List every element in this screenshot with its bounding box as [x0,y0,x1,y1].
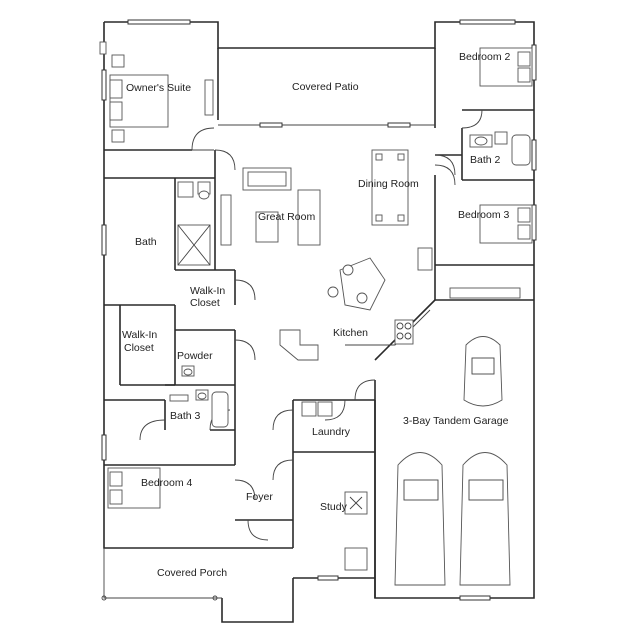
label-kitchen: Kitchen [333,327,368,339]
label-walkin-closet-1b: Closet [190,297,220,309]
label-covered-porch: Covered Porch [157,567,227,579]
doors [139,109,483,541]
bedroom4-furniture [107,467,161,509]
label-foyer: Foyer [246,491,273,503]
label-bath-3: Bath 3 [170,410,201,422]
owners-suite-furniture [99,41,214,143]
label-bedroom-4: Bedroom 4 [141,477,193,489]
interior-walls [104,109,534,623]
bath-furniture [177,181,232,266]
east-bedroom-furniture [417,47,533,299]
label-bath-2: Bath 2 [470,154,501,166]
label-walkin-closet-1a: Walk-In [190,285,225,297]
label-garage: 3-Bay Tandem Garage [403,415,509,427]
powder-bath3-fixtures [169,365,229,428]
windows [101,19,537,601]
room-labels: Owner's Suite Covered Patio Bedroom 2 Ba… [122,51,511,579]
label-laundry: Laundry [312,426,351,438]
label-great-room: Great Room [258,211,315,223]
garage-cars [394,336,511,586]
label-bedroom-3: Bedroom 3 [458,209,510,221]
label-study: Study [320,501,348,513]
label-bath: Bath [135,236,157,248]
label-walkin-closet-2a: Walk-In [122,329,157,341]
label-walkin-closet-2b: Closet [124,342,154,354]
label-bedroom-2: Bedroom 2 [459,51,511,63]
label-owners-suite: Owner's Suite [126,82,191,94]
label-dining-room: Dining Room [358,178,419,190]
laundry-study-furniture [301,401,368,571]
label-covered-patio: Covered Patio [292,81,359,93]
living-furniture [242,149,431,361]
covered-porch-outline [101,548,222,601]
label-powder: Powder [177,350,213,362]
